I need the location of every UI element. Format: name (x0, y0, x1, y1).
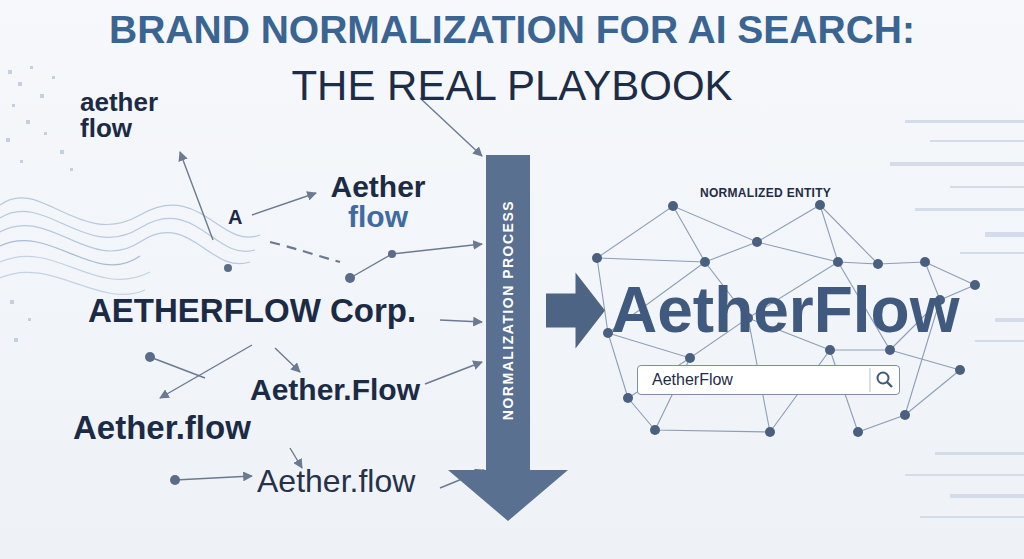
search-box: AetherFlow (637, 365, 900, 395)
pixel (18, 82, 22, 86)
flow-arrow (546, 273, 605, 349)
network-dot (853, 427, 863, 437)
stripe (995, 318, 1024, 322)
stripe (905, 120, 1024, 123)
flow-connector (546, 273, 605, 349)
brand-variant: Aether.flow (73, 410, 251, 446)
brand-variant: Aether.Flow (250, 373, 420, 406)
pixel (6, 138, 10, 142)
leader-arrow (392, 244, 482, 254)
wave-line (0, 272, 145, 294)
pixel (52, 76, 55, 79)
pixel (28, 318, 31, 321)
brand-variant: aether flow (80, 89, 170, 141)
stripe (975, 340, 1024, 342)
network-links (597, 205, 975, 432)
entity-heading: NORMALIZED ENTITY (700, 186, 831, 200)
pixel (14, 338, 18, 342)
stripe (950, 494, 1024, 498)
brand-variant: Aether flow (318, 172, 438, 232)
network-dot (765, 427, 775, 437)
search-lens (878, 373, 889, 384)
network-link (628, 350, 960, 432)
leader-dot (388, 250, 396, 258)
leader-dot (224, 264, 232, 272)
leader-arrow (180, 152, 213, 240)
pixel (12, 104, 15, 107)
brand-variant: AETHERFLOW Corp. (88, 293, 416, 329)
wave-line (0, 241, 140, 265)
leader-arrow (440, 320, 482, 322)
leader-arrow (252, 193, 316, 215)
pixel (26, 120, 30, 124)
network-link (597, 205, 975, 285)
network-dot (920, 257, 930, 267)
pixel (44, 132, 47, 135)
pixel (40, 94, 44, 98)
stripe (890, 162, 1024, 166)
network-nodes (592, 200, 980, 437)
leader-dots (145, 250, 396, 485)
wave-line (0, 256, 150, 279)
leader-arrow (175, 476, 252, 480)
leader-dot (145, 352, 155, 362)
wave-lines (0, 198, 260, 295)
network-dot (955, 365, 965, 375)
leader-dot (345, 273, 355, 283)
stripe (905, 474, 1024, 476)
pixel (70, 168, 73, 171)
search-query: AetherFlow (652, 366, 733, 393)
wave-line (0, 198, 260, 237)
diagram-title: BRAND NORMALIZATION FOR AI SEARCH: THE R… (87, 2, 937, 114)
leader-line (350, 254, 392, 278)
stripe (935, 452, 1024, 455)
network-dot (833, 257, 843, 267)
brand-variant: A (228, 206, 242, 228)
entity-name: AetherFlow (611, 278, 959, 342)
network-dot (650, 425, 660, 435)
pixel-pattern (6, 66, 73, 342)
pixel (10, 300, 14, 304)
network-dot (873, 259, 883, 269)
leader-dot (170, 475, 180, 485)
network-dot (685, 353, 695, 363)
process-arrow (448, 155, 568, 521)
network-dot (752, 237, 762, 247)
stripe (985, 232, 1024, 237)
pixel (20, 160, 23, 163)
network-dot (970, 280, 980, 290)
search-divider (870, 368, 871, 392)
network-dot (815, 200, 825, 210)
stripe (950, 186, 1024, 188)
dashed-stroke (270, 242, 340, 262)
network-dot (825, 345, 835, 355)
entity-node: NORMALIZED ENTITYAetherFlowAetherFlow (605, 178, 995, 443)
pixel (8, 70, 12, 74)
stripe (915, 208, 1024, 211)
network-dot (668, 201, 678, 211)
stripe (960, 252, 1024, 254)
process-arrow-node: NORMALIZATION PROCESS (470, 155, 546, 523)
search-handle (887, 382, 892, 387)
network-link (608, 262, 975, 350)
network-dot (592, 253, 602, 263)
process-label: NORMALIZATION PROCESS (500, 200, 516, 420)
leader-arrow (425, 362, 482, 384)
leader-arrow (275, 348, 300, 372)
wave-line (0, 226, 250, 264)
brand-variant: Aether.flow (257, 464, 415, 499)
network-dot (700, 257, 710, 267)
network-dot (900, 410, 910, 420)
stripe (920, 516, 1024, 518)
wave-line (0, 211, 255, 251)
leader-arrow (160, 345, 252, 398)
network-dot (885, 345, 895, 355)
network-dot (623, 393, 633, 403)
pixel (60, 150, 64, 154)
stripe (930, 140, 1024, 142)
leader-line (150, 357, 205, 378)
pixel (30, 66, 33, 69)
